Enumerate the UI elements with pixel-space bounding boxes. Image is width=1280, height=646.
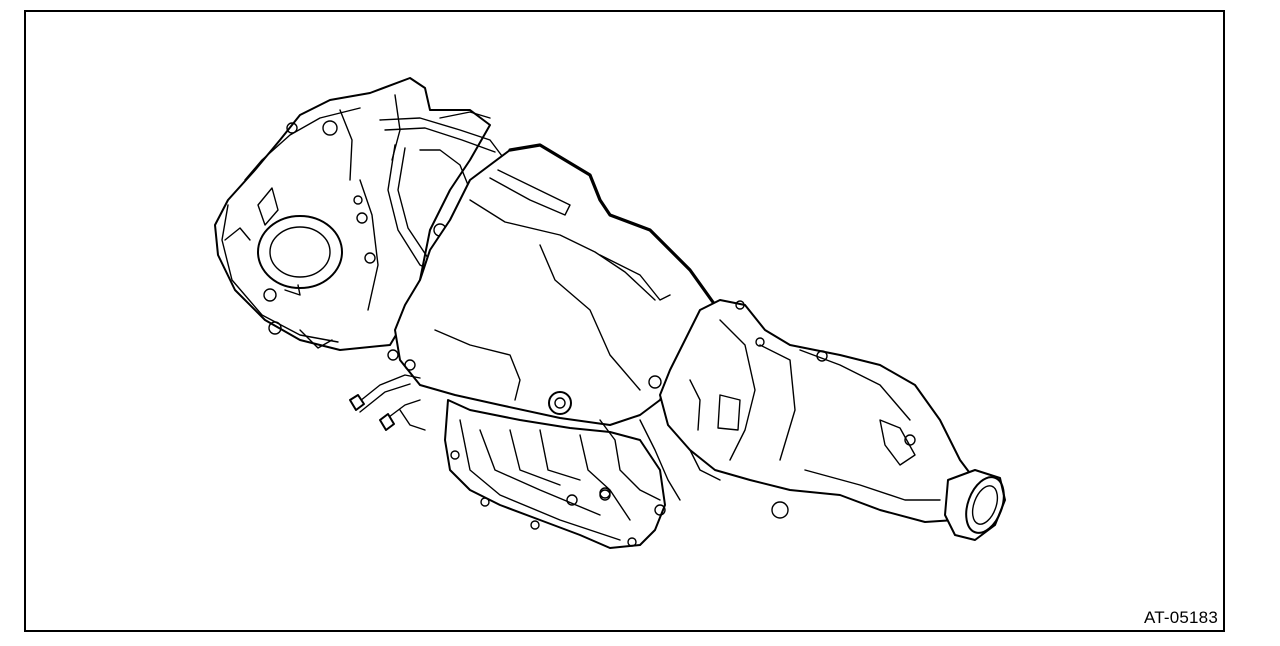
oil-pan xyxy=(444,399,666,549)
figure-code: AT-05183 xyxy=(1143,608,1218,627)
lower-brackets xyxy=(599,419,721,516)
output-flange xyxy=(944,469,1006,541)
side-fittings xyxy=(349,349,426,431)
main-case xyxy=(394,143,717,426)
extension-housing xyxy=(659,299,976,523)
